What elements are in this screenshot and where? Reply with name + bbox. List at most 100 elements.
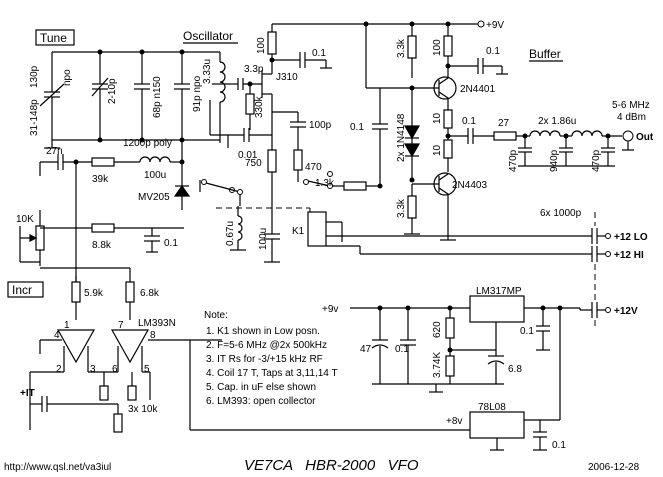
label-npo: npo [62, 69, 73, 86]
label-r88k: 8.8k [92, 240, 112, 251]
tune-box [35, 29, 75, 46]
label-c01-reg1: 0.1 [395, 344, 409, 355]
label-r374k: 3.74K [432, 352, 443, 378]
tuning-capacitor-bank [39, 49, 220, 143]
label-6x1000p: 6x 1000p [540, 208, 582, 219]
note-item-1: 1. K1 shown in Low posn. [206, 326, 320, 337]
oscillator-section [44, 24, 332, 263]
label-r39k: 39k [92, 174, 109, 185]
regulator-section [350, 295, 581, 451]
label-r100-collector: 100 [432, 39, 443, 56]
label-r10k: 10K [16, 214, 34, 225]
label-78l08: 78L08 [478, 402, 506, 413]
buffer-section [365, 24, 634, 241]
label-c68: 6.8 [508, 364, 522, 375]
label-l333u: 3.33u [202, 59, 213, 84]
label-oscillator: Oscillator [183, 29, 233, 43]
label-c01-output: 0.1 [462, 116, 476, 127]
label-c1200p: 1200p poly [123, 138, 172, 149]
label-c470p-b: 470p [591, 149, 602, 172]
label-plus-8v: +8v [446, 416, 462, 427]
label-r10-b: 10 [432, 144, 443, 156]
note-item-3: 3. IT Rs for -3/+15 kHz RF [206, 354, 323, 365]
label-l067u: 0.67u [225, 221, 236, 246]
label-c01-varactor: 0.1 [164, 238, 178, 249]
label-c130p: 130p [29, 65, 40, 88]
label-j310: J310 [276, 72, 298, 83]
label-plus-12-hi: +12 HI [614, 250, 644, 261]
label-pin2: 2 [56, 364, 62, 375]
label-c01-reg3: 0.1 [552, 440, 566, 451]
label-c31-148p: 31-148p [29, 99, 40, 136]
label-k1: K1 [292, 226, 305, 237]
footer-date: 2006-12-28 [588, 462, 640, 473]
label-it: +IT [20, 388, 35, 399]
label-c01-drain: 0.1 [312, 48, 326, 59]
label-r750: 750 [245, 158, 262, 169]
label-lm317: LM317MP [476, 286, 522, 297]
label-c91p: 91p npo [192, 75, 203, 112]
incr-box [7, 281, 44, 298]
note-item-4: 4. Coil 17 T, Taps at 3,11,14 T [206, 368, 338, 379]
label-c68p: 68p n150 [152, 76, 163, 118]
label-c940p: 940p [549, 149, 560, 172]
label-r13k: 1.3k [315, 178, 335, 189]
label-lm393: LM393N [138, 318, 176, 329]
label-c47: 47 [360, 344, 372, 355]
label-c100u: 100u [258, 228, 269, 250]
label-pin3: 3 [90, 364, 96, 375]
notes-block: Note: 1. K1 shown in Low posn. 2. F=5-6 … [204, 310, 338, 407]
label-c2-10p: 2-10p [107, 78, 118, 104]
label-mv205: MV205 [138, 192, 170, 203]
lm317-box [469, 295, 525, 323]
label-2n4401: 2N4401 [460, 84, 495, 95]
label-pin6: 6 [112, 364, 118, 375]
label-r330k: 330k [254, 95, 265, 118]
varactor-control [19, 140, 191, 320]
note-item-6: 6. LM393: open collector [206, 396, 316, 407]
footer-url: http://www.qsl.net/va3iul [4, 462, 111, 473]
label-c001: 0.01 [238, 150, 258, 161]
label-pin8: 8 [150, 330, 156, 341]
l78l08-box [469, 411, 525, 439]
label-c27n: 27n [46, 146, 63, 157]
label-r10-a: 10 [432, 112, 443, 124]
supply-rail-9v [272, 20, 485, 28]
label-plus-9v: +9V [486, 20, 504, 31]
label-buffer: Buffer [529, 47, 561, 61]
label-r33k-bottom: 3.3k [396, 198, 407, 218]
lm393-comparators [29, 329, 470, 433]
label-diodes: 2x 1N4148 [396, 113, 407, 162]
label-r3x10k: 3x 10k [128, 404, 158, 415]
label-pin7: 7 [118, 320, 124, 331]
label-plus-12-lo: +12 LO [614, 232, 648, 243]
label-c470p-a: 470p [508, 149, 519, 172]
label-r68k: 6.8k [140, 288, 160, 299]
label-c33p: 3.3p [244, 64, 264, 75]
label-c01-reg2: 0.1 [520, 326, 534, 337]
label-c01-diodes: 0.1 [350, 122, 364, 133]
label-r59k: 5.9k [84, 288, 104, 299]
label-c01-collector: 0.1 [486, 46, 500, 57]
label-out: Out [636, 132, 654, 143]
label-pin4: 4 [54, 330, 60, 341]
supply-terminals [572, 212, 611, 330]
notes-heading: Note: [204, 310, 228, 321]
note-item-2: 2. F=5-6 MHz @2x 500kHz [206, 340, 327, 351]
label-r620: 620 [432, 321, 443, 338]
label-plus-12v: +12V [614, 306, 638, 317]
label-tune: Tune [40, 31, 67, 45]
label-pin5: 5 [144, 364, 150, 375]
label-plus-9v-reg: +9v [322, 304, 338, 315]
label-incr: Incr [12, 283, 32, 297]
label-r100-drain: 100 [256, 37, 267, 54]
label-out-spec-2: 4 dBm [617, 112, 646, 123]
label-pin1: 1 [64, 320, 70, 331]
label-l100u: 100u [144, 170, 166, 181]
label-r470: 470 [305, 162, 322, 173]
footer-title: VE7CA HBR-2000 VFO [244, 457, 419, 474]
label-2n4403: 2N4403 [452, 180, 487, 191]
label-r33k-top: 3.3k [396, 38, 407, 58]
note-item-5: 5. Cap. in uF else shown [206, 382, 316, 393]
